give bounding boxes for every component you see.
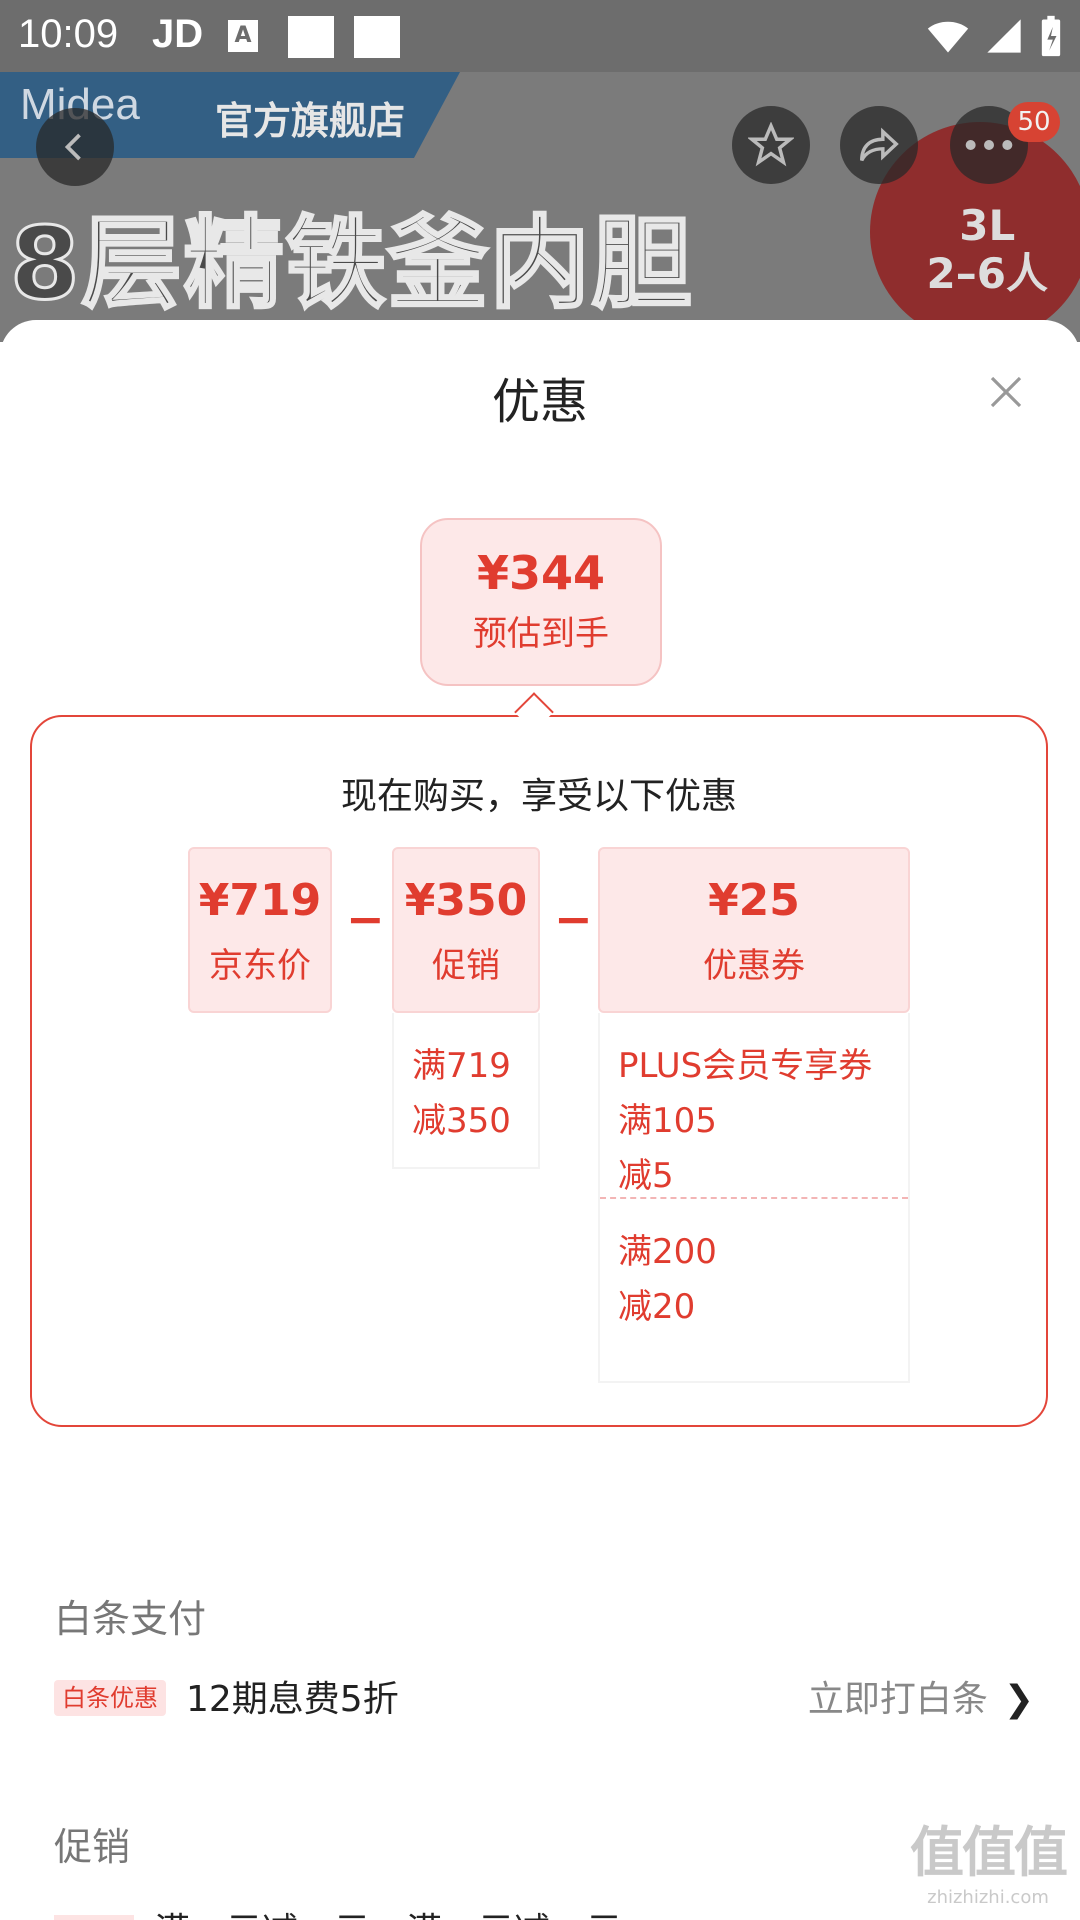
chevron-right-icon: ❯ [1003,1679,1034,1720]
baitiao-offer-text: 12期息费5折 [186,1679,399,1720]
capacity-line1: 3L [959,201,1016,250]
store-tag: 官方旗舰店 [215,99,406,143]
coupon-detail-threshold-text: 满200 减20 [618,1232,717,1327]
coupon-detail-plus-text: PLUS会员专享券 满105 减5 [618,1046,873,1196]
watermark-logo: 值值值 [910,1821,1068,1884]
baitiao-row[interactable]: 白条优惠 12期息费5折 立即打白条 ❯ [54,1672,1034,1732]
sheet-title: 优惠 [491,374,588,430]
coupon-detail-plus: PLUS会员专享券 满105 减5 [600,1013,908,1197]
share-button[interactable] [840,106,918,184]
status-bar: 10:09 JD A [0,0,1080,72]
wifi-icon [927,21,969,53]
capacity-text: 3L 2–6人 [927,202,1048,298]
promotion-row-partial[interactable]: 满…元减…元，满…元减…元 [54,1902,622,1920]
promotion-card: ¥350 促销 [392,847,540,1013]
chevron-left-icon [64,133,81,161]
system-icons [926,14,1064,58]
share-icon [860,127,899,162]
coupon-amount: ¥25 [708,875,800,926]
star-icon [748,122,794,167]
notification-placeholder-icon [354,16,400,58]
notification-count-badge: 50 [1008,102,1060,142]
signal-icon [987,19,1021,53]
base-price-label: 京东价 [209,946,311,986]
coupon-label: 优惠券 [703,946,805,986]
promotion-row-text: 满…元减…元，满…元减…元 [154,1911,622,1920]
baitiao-action-label: 立即打白条 [807,1679,988,1720]
base-price-card: ¥719 京东价 [188,847,332,1013]
promotion-detail-text: 满719 减350 [412,1046,511,1141]
jd-app-badge: JD [152,12,204,56]
close-button[interactable] [982,368,1030,416]
banner-headline: 8层精铁釜内胆 [9,204,694,324]
estimated-price-label: 预估到手 [473,614,609,654]
capacity-line2: 2–6人 [926,249,1048,298]
discount-sheet: 优惠 ¥344 预估到手 现在购买，享受以下优惠 ¥719 京东价 − ¥350… [0,320,1080,1920]
promotion-amount: ¥350 [404,875,528,926]
back-button[interactable] [36,108,114,186]
site-watermark: 值值值 zhizhizhi.com [910,1808,1068,1908]
promotion-tag [54,1915,134,1920]
product-banner: Midea 官方旗舰店 8层精铁釜内胆 3L 2–6人 50 [0,72,1080,342]
promotion-section-label: 促销 [54,1825,131,1869]
baitiao-section-label: 白条支付 [54,1597,207,1641]
battery-icon [1041,15,1061,57]
minus-sign: − [346,892,385,946]
baitiao-action-link[interactable]: 立即打白条 ❯ [808,1672,1034,1728]
base-price-amount: ¥719 [198,875,322,926]
baitiao-tag: 白条优惠 [54,1680,166,1716]
coupon-detail-threshold: 满200 减20 [600,1197,908,1335]
watermark-url: zhizhizhi.com [927,1887,1049,1908]
close-icon [990,376,1022,408]
promotion-label: 促销 [432,946,500,986]
estimated-price: ¥344 [476,546,606,600]
coupon-detail: PLUS会员专享券 满105 减5 满200 减20 [598,1013,910,1383]
status-time: 10:09 [18,12,119,56]
estimated-price-card: ¥344 预估到手 [420,518,662,686]
notification-placeholder-icon [288,16,334,58]
favorite-button[interactable] [732,106,810,184]
promo-breakdown-box: 现在购买，享受以下优惠 ¥719 京东价 − ¥350 促销 满719 减350… [30,715,1048,1427]
minus-sign: − [554,892,593,946]
a-notification-icon: A [228,20,258,52]
coupon-card: ¥25 优惠券 [598,847,910,1013]
promotion-detail: 满719 减350 [392,1013,540,1169]
promo-heading: 现在购买，享受以下优惠 [340,776,737,817]
more-icon [965,140,1013,150]
